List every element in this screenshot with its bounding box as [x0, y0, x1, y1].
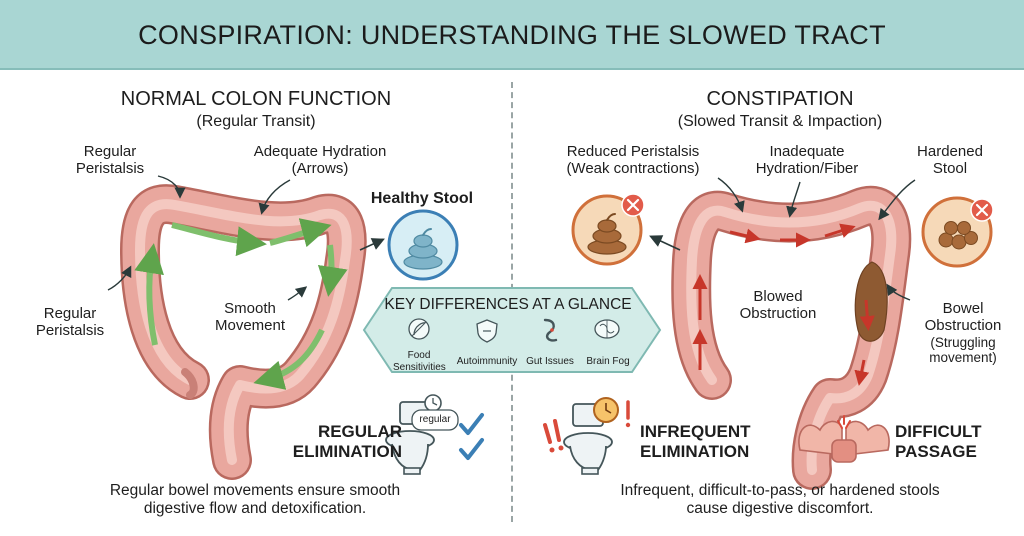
leader-reduced-peristalsis: [717, 177, 745, 213]
label-hardened-stool: Hardened Stool: [917, 143, 983, 178]
label-healthy-stool: Healthy Stool: [370, 190, 474, 207]
impaired-flow-arrow: [824, 223, 856, 238]
label-bowel-obstruction: Bowel Obstruction (Struggling movement): [924, 300, 1002, 366]
leader-hardened-stool: [878, 179, 916, 221]
leader-to-reduced-stool: [649, 235, 681, 251]
normal-heading: NORMAL COLON FUNCTION: [120, 88, 392, 110]
leader-inadequate-hydration: [786, 181, 801, 218]
food-sensitivities-icon: [408, 318, 430, 340]
impaired-flow-arrow: [729, 228, 761, 244]
exclamation-icon: [625, 400, 631, 428]
leader-bowel-obstruction: [886, 283, 911, 301]
toilet-icon: [385, 401, 435, 475]
constipation-subheading: (Slowed Transit & Impaction): [677, 113, 883, 130]
label-regular-elimination: REGULAR ELIMINATION: [292, 422, 402, 461]
alarm-clock-icon: [593, 397, 619, 423]
panel-heading: KEY DIFFERENCES AT A GLANCE: [384, 296, 632, 313]
exclamation-icon: [543, 419, 564, 453]
label-adequate-hydration: Adequate Hydration (Arrows): [253, 143, 387, 178]
constipation-colon-inner: [686, 200, 897, 475]
key-differences-panel: [362, 287, 662, 373]
checkmark-icon: [459, 413, 484, 435]
regular-tag: regular: [419, 414, 451, 425]
close-icon: [621, 193, 645, 217]
label-inadequate-hydration: Inadequate Hydration/Fiber: [755, 143, 859, 178]
straining-muscle-icon: [798, 415, 890, 463]
label-difficult-passage: DIFFICULT PASSAGE: [895, 422, 982, 461]
normal-colon-diagram: [107, 175, 385, 480]
reduced-stool-badge: [571, 194, 643, 266]
healthy-flow-arrow-across-1: [171, 222, 267, 257]
healthy-flow-arrow-up: [134, 243, 164, 346]
constipation-colon-diagram: [649, 177, 916, 490]
constipation-heading: CONSTIPATION: [706, 88, 854, 110]
page-title: CONSPIRATION: UNDERSTANDING THE SLOWED T…: [138, 20, 886, 50]
leader-smooth: [287, 286, 308, 301]
healthy-flow-arrow-down: [317, 244, 348, 297]
leader-hydration: [258, 179, 291, 215]
gut-issues-icon: [543, 318, 558, 342]
leader-to-stool: [359, 238, 385, 251]
appendix-shape: [181, 368, 198, 399]
clock-icon: [424, 394, 442, 412]
panel-item-brain-fog: Brain Fog: [586, 356, 630, 367]
impaired-flow-arrow: [854, 359, 870, 386]
healthy-flow-arrow-across-2: [269, 218, 332, 248]
healthy-stool-badge: [387, 209, 459, 281]
impacted-stool-mass: [854, 261, 888, 342]
leader-peristalsis-left: [107, 265, 132, 291]
label-blowed-obstruction: Blowed Obstruction: [739, 288, 817, 323]
label-regular-peristalsis-top: Regular Peristalsis: [75, 143, 145, 178]
checkmark-icon: [459, 438, 484, 460]
label-reduced-peristalsis: Reduced Peristalsis (Weak contractions): [566, 143, 700, 178]
normal-footer: Regular bowel movements ensure smooth di…: [109, 482, 401, 517]
label-smooth-movement: Smooth Movement: [214, 300, 286, 335]
normal-subheading: (Regular Transit): [196, 113, 316, 130]
title-banner: CONSPIRATION: UNDERSTANDING THE SLOWED T…: [0, 0, 1024, 70]
autoimmunity-icon: [476, 319, 498, 343]
regular-tag-bubble: [411, 409, 459, 431]
close-icon: [970, 198, 994, 222]
panel-item-autoimmunity: Autoimmunity: [456, 356, 518, 367]
label-regular-peristalsis-left: Regular Peristalsis: [35, 305, 105, 340]
panel-item-food: Food Sensitivities: [393, 350, 446, 373]
constipation-footer: Infrequent, difficult-to-pass, or harden…: [620, 482, 940, 517]
healthy-flow-arrow-curve: [253, 328, 325, 390]
leader-peristalsis-top: [157, 175, 186, 199]
panel-item-gut-issues: Gut Issues: [526, 356, 574, 367]
impaired-flow-arrow: [859, 299, 875, 331]
brain-fog-icon: [594, 319, 620, 339]
label-infrequent-elimination: INFREQUENT ELIMINATION: [640, 422, 751, 461]
